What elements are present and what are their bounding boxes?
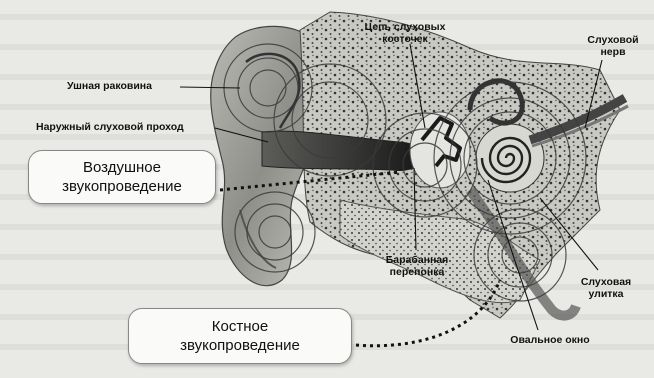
eardrum-label-line2: перепонка xyxy=(372,266,462,278)
auditory-nerve-label: Слуховой нерв xyxy=(578,34,648,58)
ossicles-label-line2: косточек xyxy=(350,33,460,45)
ear-canal-label: Наружный слуховой проход xyxy=(36,121,216,133)
cochlea-label-line1: Слуховая xyxy=(568,276,644,288)
auditory-nerve-label-line2: нерв xyxy=(578,46,648,58)
ossicles-label: Цепь слуховых косточек xyxy=(350,21,460,45)
cochlea-label-line2: улитка xyxy=(568,288,644,300)
bone-conduction-box: Костное звукопроведение xyxy=(128,308,352,364)
air-conduction-line1: Воздушное xyxy=(62,158,182,177)
oval-window-label: Овальное окно xyxy=(500,334,600,346)
auditory-nerve-label-line1: Слуховой xyxy=(578,34,648,46)
cochlea-label: Слуховая улитка xyxy=(568,276,644,300)
eardrum-label: Барабанная перепонка xyxy=(372,254,462,278)
air-conduction-line2: звукопроведение xyxy=(62,177,182,196)
ossicles-label-line1: Цепь слуховых xyxy=(350,21,460,33)
air-conduction-box: Воздушное звукопроведение xyxy=(28,150,216,204)
auricle-label: Ушная раковина xyxy=(67,80,182,92)
bone-conduction-line1: Костное xyxy=(180,317,300,336)
bone-conduction-line2: звукопроведение xyxy=(180,336,300,355)
eardrum-label-line1: Барабанная xyxy=(372,254,462,266)
